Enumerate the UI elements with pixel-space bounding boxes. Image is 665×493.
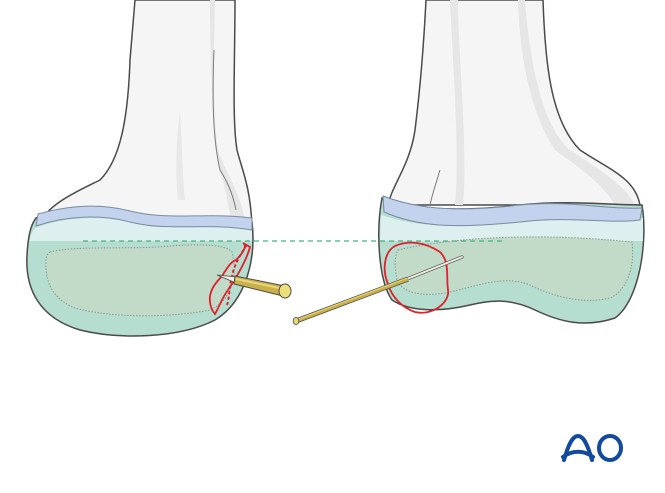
left-k-wire bbox=[216, 274, 292, 299]
right-femur-physis bbox=[382, 195, 643, 227]
ao-logo-text: AO bbox=[560, 430, 562, 431]
ao-logo-letter-a bbox=[561, 434, 595, 462]
ao-logo: AO bbox=[560, 430, 623, 462]
left-femur bbox=[26, 0, 254, 337]
left-femur-shaft bbox=[39, 0, 253, 226]
left-fragment bbox=[208, 242, 252, 316]
right-fragment-outline bbox=[383, 241, 449, 314]
right-femur bbox=[378, 0, 645, 324]
right-k-wire bbox=[292, 255, 464, 325]
ao-logo-letter-o bbox=[597, 434, 623, 462]
left-femur-physis bbox=[35, 205, 253, 231]
